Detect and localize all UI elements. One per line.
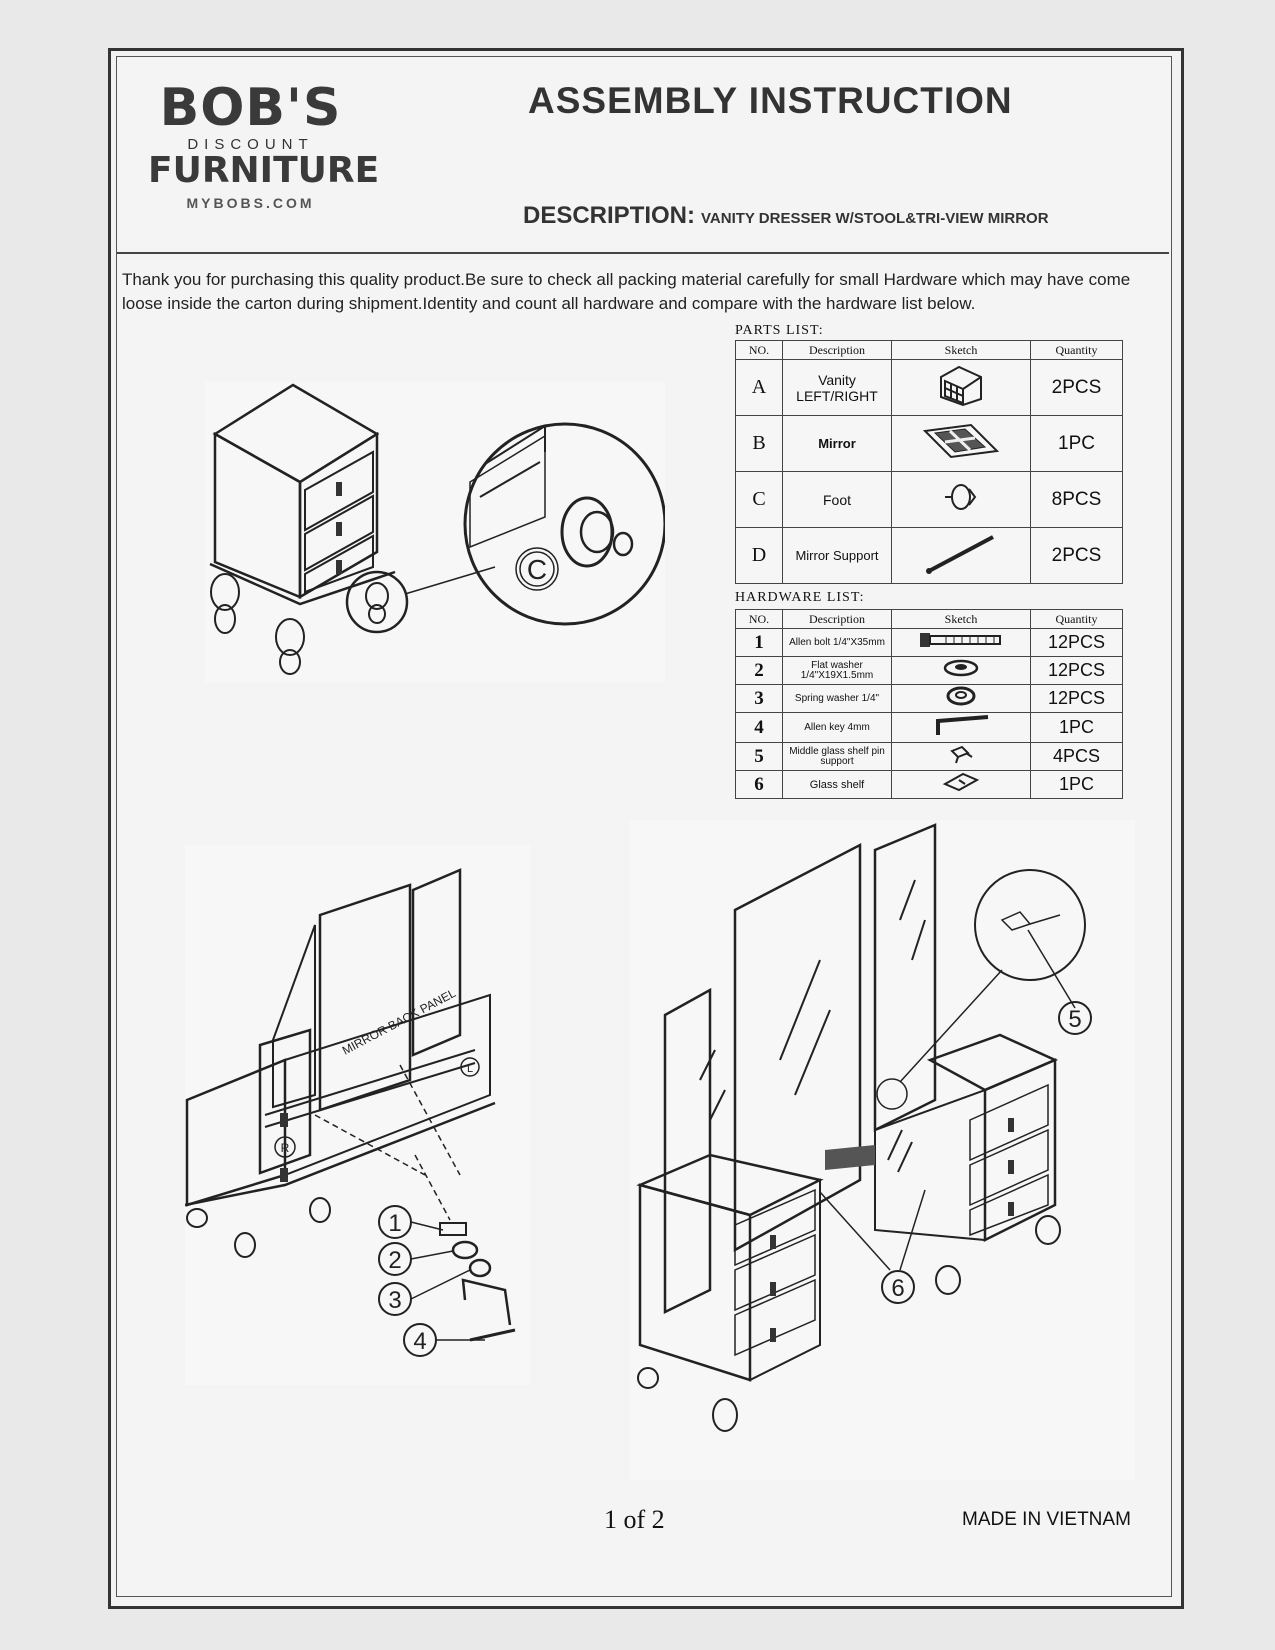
table-row: C Foot 8PCS (735, 471, 1123, 528)
table-row: 1 Allen bolt 1/4"X35mm 12PCS (735, 628, 1123, 657)
col-header: Sketch (891, 609, 1031, 629)
mirror-icon (891, 415, 1031, 472)
part-quantity: 8PCS (1030, 471, 1123, 528)
hw-description: Allen key 4mm (782, 712, 892, 743)
col-header: Quantity (1030, 340, 1123, 360)
table-row: 2 Flat washer 1/4"X19X1.5mm 12PCS (735, 656, 1123, 685)
part-quantity: 2PCS (1030, 359, 1123, 416)
hw-no: 1 (735, 628, 783, 657)
figure-assembled-vanity: 5 6 (630, 820, 1135, 1480)
hardware-list-table: NO. Description Sketch Quantity 1 Allen … (735, 609, 1123, 799)
pin-support-icon (891, 742, 1031, 771)
table-row: 5 Middle glass shelf pin support 4PCS (735, 742, 1123, 771)
mirror-support-icon (891, 527, 1031, 584)
table-row: 3 Spring washer 1/4" 12PCS (735, 684, 1123, 713)
callout-2: 2 (388, 1247, 401, 1274)
intro-text: Thank you for purchasing this quality pr… (122, 270, 1131, 313)
hw-quantity: 1PC (1030, 712, 1123, 743)
hw-description: Glass shelf (782, 770, 892, 799)
callout-3: 3 (388, 1287, 401, 1314)
callout-5: 5 (1068, 1006, 1081, 1033)
part-no: B (735, 415, 783, 472)
parts-list-table: NO. Description Sketch Quantity A Vanity… (735, 340, 1123, 584)
callout-c: C (527, 554, 547, 585)
hw-quantity: 12PCS (1030, 628, 1123, 657)
hw-no: 6 (735, 770, 783, 799)
part-quantity: 2PCS (1030, 527, 1123, 584)
hw-no: 4 (735, 712, 783, 743)
callout-6: 6 (891, 1275, 904, 1302)
part-description: Foot (782, 471, 892, 528)
figure-mirror-attach: MIRROR BACK PANEL R L 1 2 3 4 (185, 845, 530, 1385)
hw-no: 2 (735, 656, 783, 685)
table-row: 6 Glass shelf 1PC (735, 770, 1123, 799)
callout-4: 4 (413, 1328, 426, 1355)
hw-quantity: 12PCS (1030, 684, 1123, 713)
glass-shelf-icon (891, 770, 1031, 799)
flat-washer-icon (891, 656, 1031, 685)
table-row: A Vanity LEFT/RIGHT 2PCS (735, 359, 1123, 416)
hw-description: Allen bolt 1/4"X35mm (782, 628, 892, 657)
table-row: 4 Allen key 4mm 1PC (735, 712, 1123, 743)
col-header: Description (782, 609, 892, 629)
part-no: A (735, 359, 783, 416)
hw-description: Middle glass shelf pin support (782, 742, 892, 771)
part-quantity: 1PC (1030, 415, 1123, 472)
made-in-label: MADE IN VIETNAM (962, 1509, 1131, 1530)
hw-no: 5 (735, 742, 783, 771)
hw-quantity: 1PC (1030, 770, 1123, 799)
logo-brand: BOB'S (159, 78, 342, 138)
header-band (117, 57, 1169, 254)
mark-r: R (281, 1141, 290, 1155)
part-description: Mirror Support (782, 527, 892, 584)
description-value: VANITY DRESSER W/STOOL&TRI-VIEW MIRROR (701, 210, 1049, 227)
foot-icon (891, 471, 1031, 528)
part-description: Mirror (782, 415, 892, 472)
hardware-list-title: HARDWARE LIST: (735, 590, 865, 605)
hw-description: Spring washer 1/4" (782, 684, 892, 713)
callout-1: 1 (388, 1210, 401, 1237)
page-number: 1 of 2 (604, 1505, 665, 1534)
hw-quantity: 12PCS (1030, 656, 1123, 685)
table-row: B Mirror 1PC (735, 415, 1123, 472)
page-title: ASSEMBLY INSTRUCTION (528, 80, 1013, 121)
hw-description: Flat washer 1/4"X19X1.5mm (782, 656, 892, 685)
table-header-row: NO. Description Sketch Quantity (735, 340, 1123, 360)
part-description: Vanity LEFT/RIGHT (782, 359, 892, 416)
figure-vanity-feet: C (205, 382, 665, 682)
part-no: D (735, 527, 783, 584)
vanity-icon (891, 359, 1031, 416)
allen-bolt-icon (891, 628, 1031, 657)
parts-list-title: PARTS LIST: (735, 323, 824, 338)
description-label: DESCRIPTION: (523, 202, 696, 229)
table-header-row: NO. Description Sketch Quantity (735, 609, 1123, 629)
table-row: D Mirror Support 2PCS (735, 527, 1123, 584)
spring-washer-icon (891, 684, 1031, 713)
allen-key-icon (891, 712, 1031, 743)
logo-discount: DISCOUNT (187, 136, 314, 153)
hw-quantity: 4PCS (1030, 742, 1123, 771)
col-header: Description (782, 340, 892, 360)
col-header: NO. (735, 340, 783, 360)
part-no: C (735, 471, 783, 528)
bobs-logo: BOB'S DISCOUNT FURNITURE MYBOBS.COM (148, 78, 380, 211)
col-header: Sketch (891, 340, 1031, 360)
hw-no: 3 (735, 684, 783, 713)
description-line: DESCRIPTION: VANITY DRESSER W/STOOL&TRI-V… (523, 202, 1049, 230)
mark-l: L (467, 1063, 473, 1075)
logo-furniture: FURNITURE (148, 150, 380, 191)
col-header: Quantity (1030, 609, 1123, 629)
logo-url: MYBOBS.COM (186, 195, 315, 211)
col-header: NO. (735, 609, 783, 629)
